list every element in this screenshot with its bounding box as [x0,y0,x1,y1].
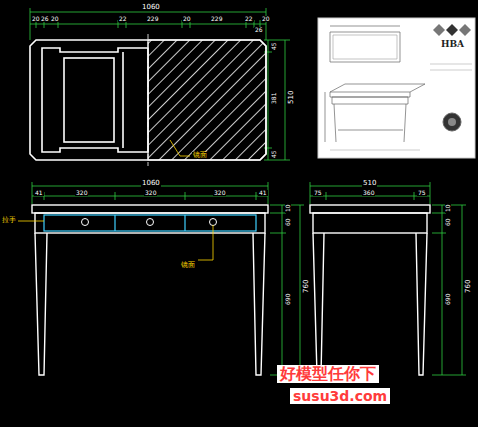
dimension: 10 [445,203,451,213]
dimension: 320 [213,190,226,196]
dimension: 320 [75,190,88,196]
dimension: 690 [445,293,451,306]
dimension: 45 [271,149,277,159]
dimension: 360 [362,190,375,196]
dimension: 20 [182,16,192,22]
dimension: 20 [50,16,60,22]
dimension: 510 [288,90,295,105]
dimension: 45 [271,41,277,51]
dimension: 26 [40,16,50,22]
part-note: 拉手 [1,217,17,224]
dimension: 75 [417,190,427,196]
material-note: 镜面 [192,152,208,159]
dimension: 22 [118,16,128,22]
dimension: 760 [303,279,310,294]
watermark: 好模型任你下 [277,365,379,383]
dimension: 60 [445,217,451,227]
material-note: 镜面 [180,262,196,269]
dimension: 41 [34,190,44,196]
dimension: 229 [146,16,159,22]
dimension: 760 [465,279,472,294]
logo-text: HBA [440,40,465,49]
dimension: 41 [258,190,268,196]
dimension: 1060 [141,4,161,11]
dimension: 75 [313,190,323,196]
watermark: susu3d.com [290,388,390,404]
dimension: 60 [285,217,291,227]
dimension: 690 [285,293,291,306]
dimension: 510 [362,180,377,187]
dimension: 20 [261,16,271,22]
dimension: 229 [210,16,223,22]
dimension: 10 [285,203,291,213]
dimension: 22 [244,16,254,22]
dimension: 26 [254,27,264,33]
dimension: 381 [271,92,277,105]
dimension: 320 [144,190,157,196]
dimension: 1060 [141,180,161,187]
